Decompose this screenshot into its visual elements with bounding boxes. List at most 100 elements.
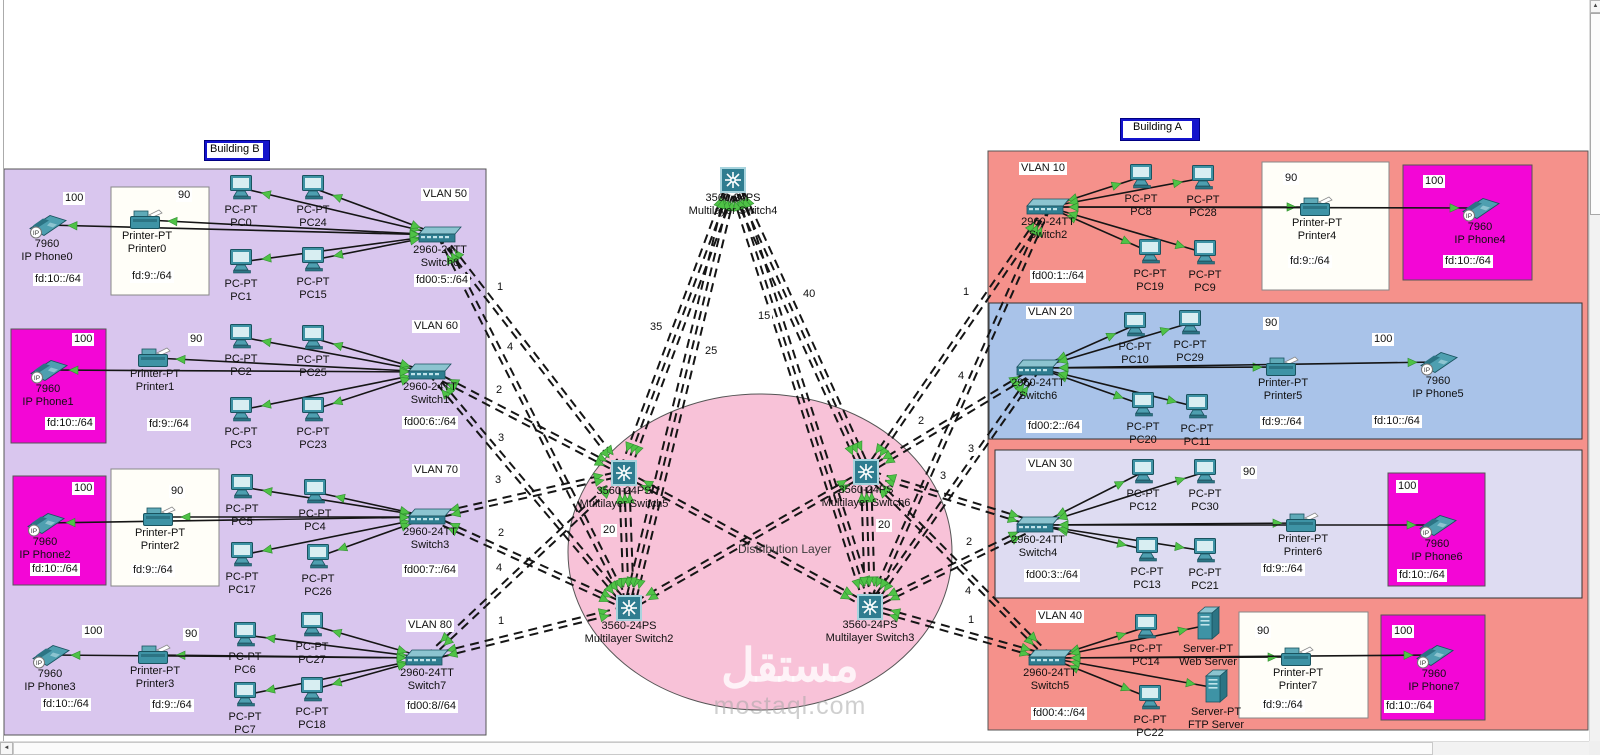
trunk-line	[632, 180, 739, 610]
lan-line	[241, 486, 431, 518]
scroll-up-button[interactable]: ▲	[1590, 0, 1600, 13]
note-a30-vlan: VLAN 30	[1026, 458, 1075, 471]
link-switch7-pc27[interactable]	[311, 624, 428, 659]
trunk-switch3-mls5[interactable]	[429, 469, 625, 521]
phone-icon: IP	[1417, 512, 1458, 539]
note-a10-100: 100	[1423, 175, 1446, 188]
note-a40-vlan: VLAN 40	[1036, 610, 1085, 623]
link-switch1-phone1[interactable]	[47, 365, 431, 377]
trunk-mls6-mls3[interactable]	[857, 471, 879, 608]
note-lnb-7: 4	[494, 562, 505, 575]
svg-text:IP: IP	[1466, 213, 1472, 220]
banner-building-b: Building B	[204, 140, 270, 161]
link-status-arrow	[1058, 362, 1069, 373]
link-status-arrow	[1403, 650, 1414, 660]
trunk-switch5-mls3[interactable]	[869, 603, 1051, 662]
link-status-arrow	[1267, 652, 1278, 662]
trunk-switch3-mls2[interactable]	[428, 513, 631, 612]
printer-icon	[137, 644, 173, 666]
trunk-line	[869, 608, 1050, 662]
link-switch7-phone3[interactable]	[49, 650, 428, 663]
lan-line	[240, 371, 431, 411]
link-switch4-phone6[interactable]	[1038, 520, 1437, 530]
trunk-line	[863, 205, 1047, 472]
link-switch6-phone5[interactable]	[1037, 357, 1439, 373]
link-status-arrow	[640, 484, 652, 494]
link-switch6-pc11[interactable]	[1037, 367, 1198, 408]
link-status-arrow	[332, 341, 344, 351]
trunk-switch1-mls2[interactable]	[427, 369, 632, 611]
link-switch5-ftpserver[interactable]	[1049, 657, 1217, 689]
phone-icon: IP	[30, 642, 71, 669]
left-arrow-icon: ◄	[3, 745, 10, 751]
horizontal-scroll-thumb[interactable]	[13, 742, 1433, 755]
lan-line	[1049, 654, 1435, 659]
link-switch6-pc29[interactable]	[1037, 322, 1191, 369]
trunk-mls6-mls2[interactable]	[627, 468, 868, 612]
link-switch5-pc22[interactable]	[1049, 657, 1151, 699]
link-status-arrow	[1172, 178, 1184, 189]
link-switch3-pc4[interactable]	[314, 491, 431, 518]
scroll-left-button[interactable]: ◄	[0, 742, 13, 755]
link-status-arrow	[1166, 395, 1178, 405]
vertical-scrollbar[interactable]: ▲	[1589, 0, 1600, 741]
trunk-mls5-mls3[interactable]	[622, 469, 872, 611]
trunk-switch7-mls2[interactable]	[426, 604, 630, 662]
link-switch1-pc25[interactable]	[312, 337, 431, 373]
link-status-arrow	[613, 577, 623, 589]
phone-icon: IP	[28, 357, 69, 384]
note-b70-100: 100	[72, 482, 95, 495]
switch-icon	[1026, 198, 1070, 216]
link-switch0-pc24[interactable]	[312, 187, 441, 236]
trunk-line	[441, 232, 627, 473]
trunk-switch0-mls2[interactable]	[436, 233, 633, 610]
link-switch2-phone4[interactable]	[1047, 202, 1481, 213]
trunk-line	[429, 469, 624, 516]
trunk-switch5-mls6[interactable]	[863, 469, 1053, 661]
note-b70-fd10: fd:10::/64	[30, 563, 80, 576]
link-switch3-phone2[interactable]	[44, 512, 431, 528]
link-status-arrow	[1068, 202, 1079, 212]
up-arrow-icon: ▲	[1592, 3, 1599, 9]
svg-text:IP: IP	[33, 230, 39, 237]
trunk-switch6-mls6[interactable]	[864, 365, 1040, 475]
trunk-switch7-mls5[interactable]	[424, 470, 627, 661]
link-switch4-pc30[interactable]	[1037, 471, 1206, 526]
link-status-arrow	[261, 544, 273, 554]
note-lnb-8: 1	[496, 615, 507, 628]
trunk-switch6-mls3[interactable]	[867, 365, 1041, 610]
horizontal-scrollbar[interactable]: ◄	[0, 741, 1589, 755]
vertical-scroll-thumb[interactable]	[1590, 13, 1600, 215]
trunk-mls5-mls2[interactable]	[615, 472, 638, 609]
link-switch2-pc9[interactable]	[1047, 206, 1206, 254]
note-core-15: 15	[756, 310, 773, 323]
link-switch5-phone7[interactable]	[1049, 650, 1435, 663]
note-a10-vlan: VLAN 10	[1019, 162, 1068, 175]
trunk-line	[732, 179, 867, 473]
link-status-arrow	[593, 457, 605, 466]
link-status-arrow	[265, 634, 276, 644]
lan-line	[1037, 471, 1144, 526]
link-switch0-phone0[interactable]	[46, 221, 441, 239]
link-status-arrow	[399, 522, 411, 532]
link-status-arrow	[1110, 181, 1122, 191]
link-status-arrow	[839, 590, 851, 600]
trunk-switch4-mls6[interactable]	[864, 468, 1040, 529]
trunk-switch1-mls5[interactable]	[428, 368, 626, 477]
printer-icon	[1299, 196, 1335, 218]
link-status-arrow	[67, 221, 78, 231]
banner-strip	[1192, 121, 1197, 138]
pc-icon	[227, 175, 255, 201]
link-switch5-webserver[interactable]	[1049, 624, 1209, 659]
